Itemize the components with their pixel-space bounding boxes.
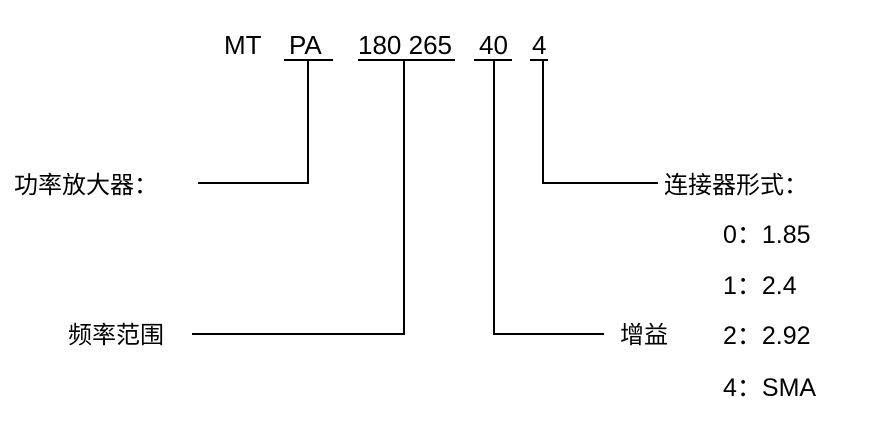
part-prefix: MT xyxy=(224,30,262,60)
connector-option: 0：1.85 xyxy=(723,221,811,249)
label-type: 功率放大器： xyxy=(14,171,158,199)
part-connector-code: 4 xyxy=(532,30,547,60)
label-gain: 增益 xyxy=(620,321,668,349)
label-connector: 连接器形式： xyxy=(664,171,808,199)
leader-line-frequency xyxy=(192,60,405,335)
part-type-code: PA xyxy=(289,30,322,60)
connector-option: 4：SMA xyxy=(723,374,817,402)
connector-option: 2：2.92 xyxy=(723,322,811,350)
leader-line-type xyxy=(198,60,309,184)
part-frequency-code: 180 265 xyxy=(358,30,452,60)
connector-option: 1：2.4 xyxy=(723,272,797,300)
part-gain-code: 40 xyxy=(479,30,508,60)
label-frequency: 频率范围 xyxy=(68,321,164,349)
leader-line-gain xyxy=(493,60,604,335)
leader-line-connector xyxy=(542,60,658,184)
